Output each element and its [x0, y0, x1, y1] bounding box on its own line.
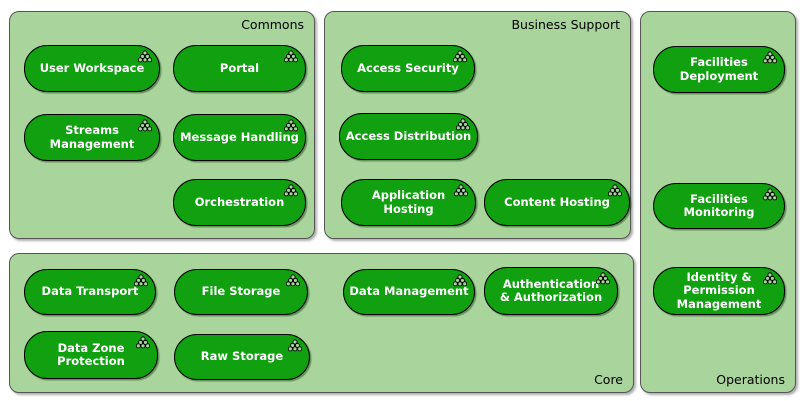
box-label: Access Security [357, 60, 459, 75]
service-cluster-icon [284, 50, 298, 63]
group-label-business-support: Business Support [511, 17, 620, 32]
box-label: Application Hosting [371, 188, 446, 216]
group-label-core: Core [594, 372, 623, 387]
group-operations: Operations Facilities Deployment Facilit… [640, 8, 796, 393]
box-portal[interactable]: Portal [173, 45, 306, 92]
box-data-transport[interactable]: Data Transport [24, 269, 156, 315]
box-label: File Storage [201, 284, 281, 299]
service-cluster-icon [596, 272, 610, 285]
box-data-management[interactable]: Data Management [343, 269, 475, 315]
service-cluster-icon [608, 184, 622, 197]
box-content-hosting[interactable]: Content Hosting [484, 179, 630, 226]
group-label-commons: Commons [241, 17, 304, 32]
box-label: Data Transport [41, 284, 139, 299]
box-application-hosting[interactable]: Application Hosting [341, 179, 476, 226]
box-raw-storage[interactable]: Raw Storage [174, 334, 310, 380]
box-label: Message Handling [180, 129, 299, 144]
box-streams-management[interactable]: Streams Management [24, 114, 160, 161]
box-data-zone-protection[interactable]: Data Zone Protection [24, 331, 158, 379]
service-cluster-icon [763, 272, 777, 285]
box-label: Portal [219, 60, 260, 75]
box-label: Identity & Permission Management [676, 270, 762, 311]
group-business-support: Business Support Access Security Access … [324, 8, 631, 239]
group-core: Core Data Transport File Storage Data Ma… [9, 250, 634, 393]
service-cluster-icon [284, 119, 298, 132]
box-access-distribution[interactable]: Access Distribution [339, 113, 478, 160]
box-label: Raw Storage [200, 349, 284, 364]
box-label: Data Management [349, 284, 469, 299]
box-file-storage[interactable]: File Storage [174, 269, 308, 315]
service-cluster-icon [763, 51, 777, 64]
box-user-workspace[interactable]: User Workspace [24, 45, 160, 92]
box-label: Orchestration [194, 194, 285, 209]
service-cluster-icon [284, 184, 298, 197]
service-cluster-icon [453, 274, 467, 287]
box-message-handling[interactable]: Message Handling [173, 114, 306, 161]
box-label: Authentication & Authorization [499, 276, 603, 304]
box-label: User Workspace [39, 60, 145, 75]
box-label: Facilities Deployment [679, 55, 759, 83]
box-label: Streams Management [49, 123, 135, 151]
box-label: Content Hosting [504, 194, 610, 209]
box-identity-permission-management[interactable]: Identity & Permission Management [653, 267, 785, 315]
service-cluster-icon [456, 118, 470, 131]
service-cluster-icon [288, 339, 302, 352]
service-cluster-icon [286, 274, 300, 287]
box-label: Data Zone Protection [57, 340, 125, 368]
service-cluster-icon [138, 119, 152, 132]
group-label-operations: Operations [716, 372, 785, 387]
group-commons: Commons User Workspace Portal Streams Ma… [9, 8, 315, 239]
service-cluster-icon [136, 336, 150, 349]
box-authentication-authorization[interactable]: Authentication & Authorization [484, 267, 618, 315]
box-orchestration[interactable]: Orchestration [173, 179, 306, 226]
box-facilities-deployment[interactable]: Facilities Deployment [653, 46, 785, 93]
box-access-security[interactable]: Access Security [341, 45, 475, 92]
service-cluster-icon [763, 188, 777, 201]
box-facilities-monitoring[interactable]: Facilities Monitoring [653, 183, 785, 229]
service-cluster-icon [453, 50, 467, 63]
box-label: Access Distribution [345, 128, 472, 143]
box-label: Facilities Monitoring [683, 191, 755, 219]
service-cluster-icon [454, 184, 468, 197]
service-cluster-icon [134, 274, 148, 287]
service-cluster-icon [138, 50, 152, 63]
